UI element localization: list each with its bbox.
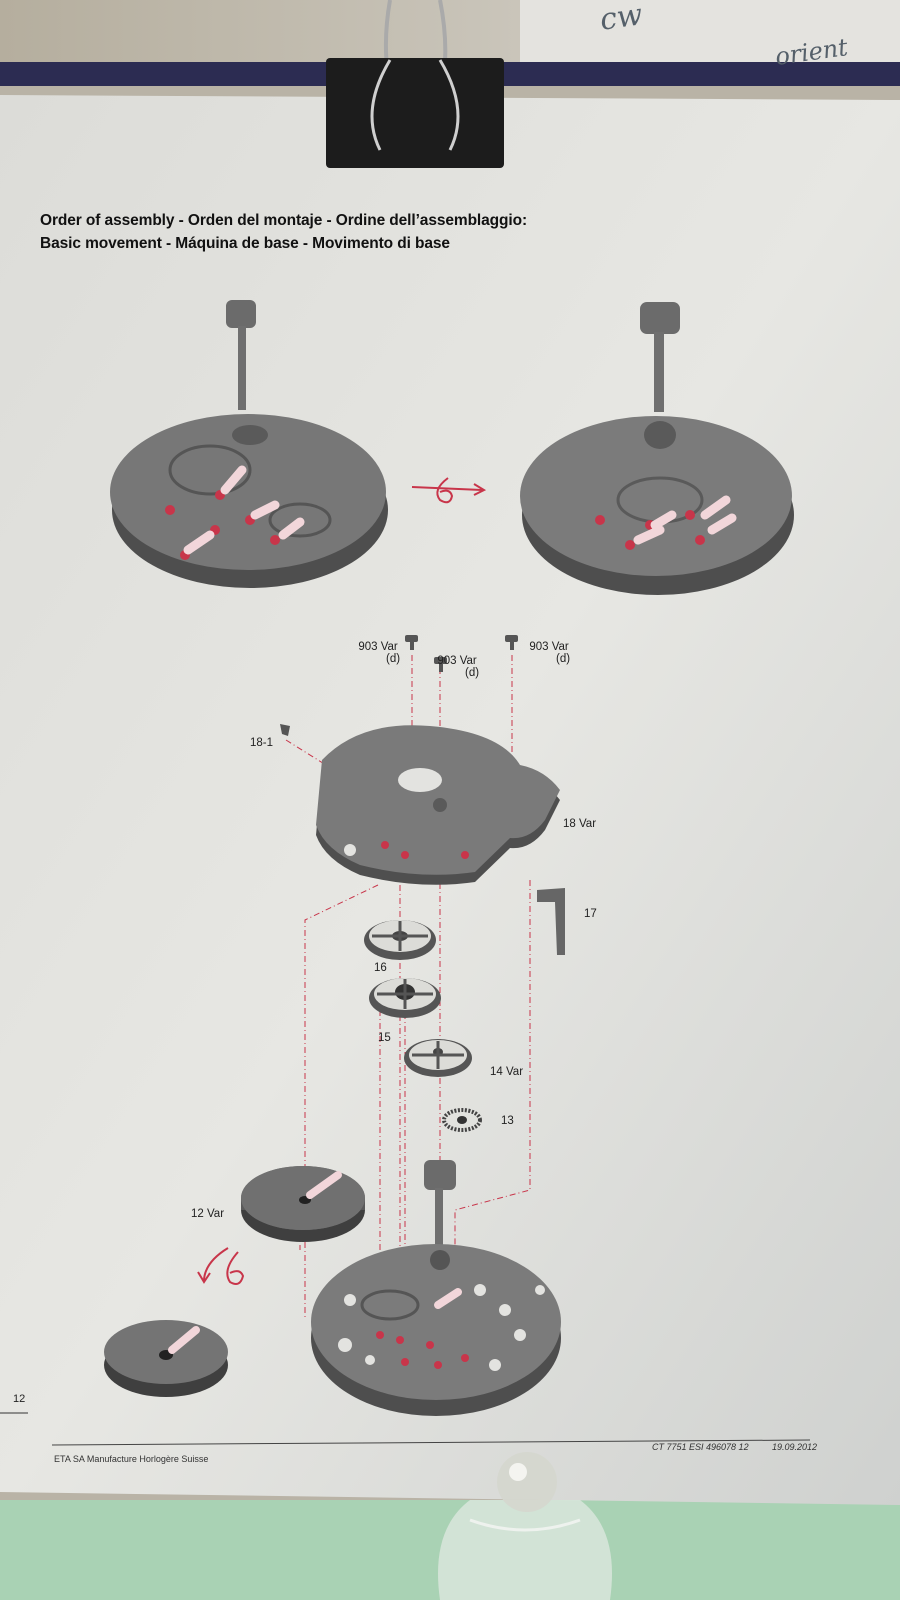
binder-clip <box>326 0 504 168</box>
wheel-13 <box>442 1108 482 1132</box>
bridge-18 <box>316 725 560 885</box>
movement-top-right <box>520 302 794 595</box>
label-screw-right: 903 Var (d) <box>529 641 571 665</box>
label-part-18: 18 Var <box>563 818 597 830</box>
label-part-16: 16 <box>374 962 387 974</box>
screw-icons <box>280 635 518 736</box>
label-screw-left: 903 Var (d) <box>358 641 401 665</box>
flip-arrow-top <box>411 477 487 504</box>
label-part-17: 17 <box>584 908 597 920</box>
footer-manufacturer: ETA SA Manufacture Horlogère Suisse <box>54 1454 209 1464</box>
wheel-14 <box>404 1039 472 1077</box>
wheel-15 <box>369 978 441 1018</box>
background-handwriting-left: cw <box>597 0 645 38</box>
document-title-line-2: Basic movement - Máquina de base - Movim… <box>40 235 450 252</box>
glass-ornament <box>438 1452 612 1600</box>
label-part-15: 15 <box>378 1032 391 1044</box>
label-part-18-1: 18-1 <box>250 737 274 749</box>
label-part-13: 13 <box>501 1115 514 1127</box>
label-part-12: 12 Var <box>191 1208 225 1220</box>
page-number: 12 <box>13 1393 26 1405</box>
label-screw-middle: 903 Var (d) <box>437 655 480 679</box>
flip-arrow-bottom <box>197 1247 245 1285</box>
document-title-line-1: Order of assembly - Orden del montaje - … <box>40 212 528 229</box>
footer-date: 19.09.2012 <box>772 1442 818 1452</box>
movement-top-left <box>110 300 388 588</box>
footer-reference: CT 7751 ESI 496078 12 <box>652 1442 749 1452</box>
footer-rule <box>51 1439 811 1446</box>
label-part-14: 14 Var <box>490 1066 524 1078</box>
barrel-12 <box>241 1166 365 1242</box>
barrel-flipped <box>104 1320 228 1397</box>
wheel-16 <box>364 920 436 960</box>
movement-base <box>311 1160 561 1416</box>
part-17 <box>537 888 565 955</box>
